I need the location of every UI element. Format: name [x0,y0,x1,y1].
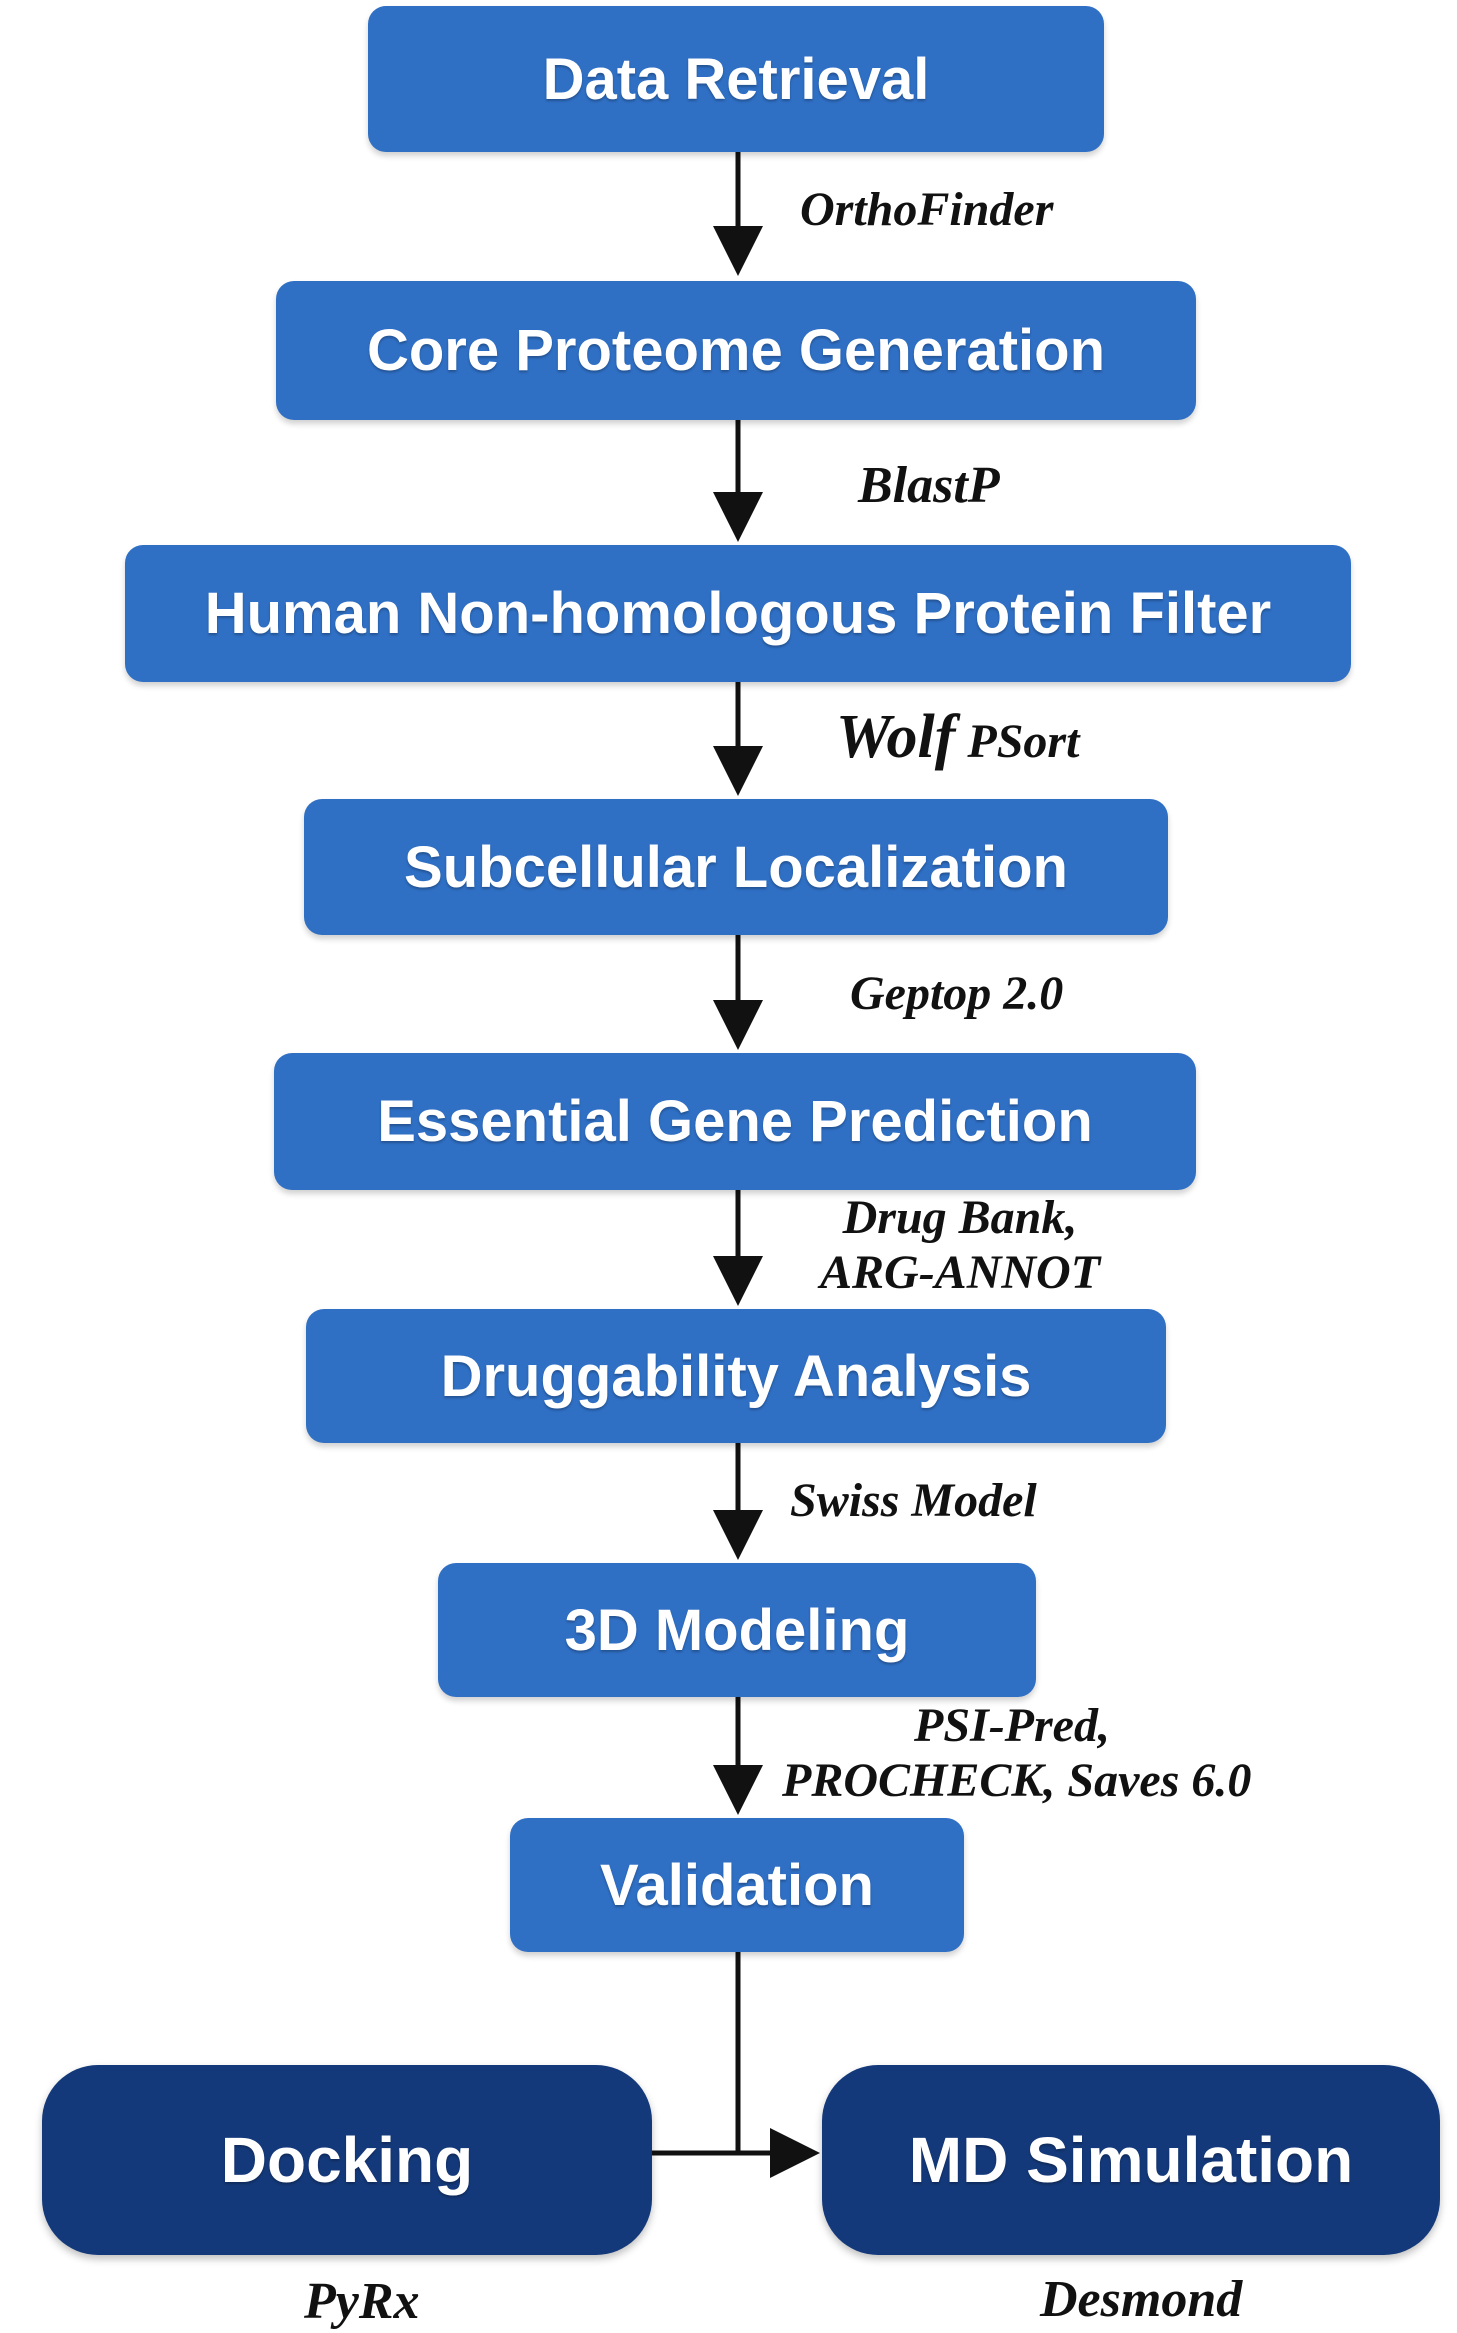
tool-psort-label: PSort [967,715,1080,768]
tool-drug-bank: Drug Bank, ARG-ANNOT [820,1190,1100,1300]
step-validation: Validation [510,1818,964,1952]
tool-swiss-model: Swiss Model [790,1474,1037,1527]
step-label: Data Retrieval [542,46,930,112]
step-label: Core Proteome Generation [366,318,1106,383]
step-docking: Docking [42,2065,652,2255]
step-label: Druggability Analysis [440,1343,1032,1409]
step-label: Essential Gene Prediction [377,1089,1093,1154]
step-label: Validation [600,1852,874,1918]
step-label: 3D Modeling [564,1597,910,1663]
tool-pyrx: PyRx [304,2273,420,2330]
step-label: Human Non-homologous Protein Filter [204,581,1272,646]
step-label: Subcellular Localization [404,834,1068,900]
step-subcellular-localization: Subcellular Localization [304,799,1168,935]
step-3d-modeling: 3D Modeling [438,1563,1036,1697]
tool-validation-line2: PROCHECK, Saves 6.0 [782,1754,1252,1808]
tool-drug-bank-line1: Drug Bank, [842,1191,1078,1244]
tool-wolf-label: Wolf [836,703,956,771]
tool-geptop: Geptop 2.0 [850,967,1064,1020]
tool-validation-line1: PSI-Pred, [914,1699,1110,1752]
step-label: Docking [220,2124,474,2196]
step-druggability: Druggability Analysis [306,1309,1166,1443]
step-non-homologous-filter: Human Non-homologous Protein Filter [125,545,1351,682]
tool-validation-tools: PSI-Pred, PROCHECK, Saves 6.0 [782,1698,1252,1808]
tool-blastp: BlastP [858,457,1000,514]
step-essential-gene: Essential Gene Prediction [274,1053,1196,1190]
step-md-simulation: MD Simulation [822,2065,1440,2255]
tool-wolf-psort: Wolf PSort [836,702,1079,773]
step-core-proteome: Core Proteome Generation [276,281,1196,420]
tool-orthofinder: OrthoFinder [800,183,1054,236]
step-data-retrieval: Data Retrieval [368,6,1104,152]
tool-desmond: Desmond [1040,2271,1243,2328]
tool-drug-bank-line2: ARG-ANNOT [820,1246,1101,1300]
step-label: MD Simulation [908,2124,1354,2196]
